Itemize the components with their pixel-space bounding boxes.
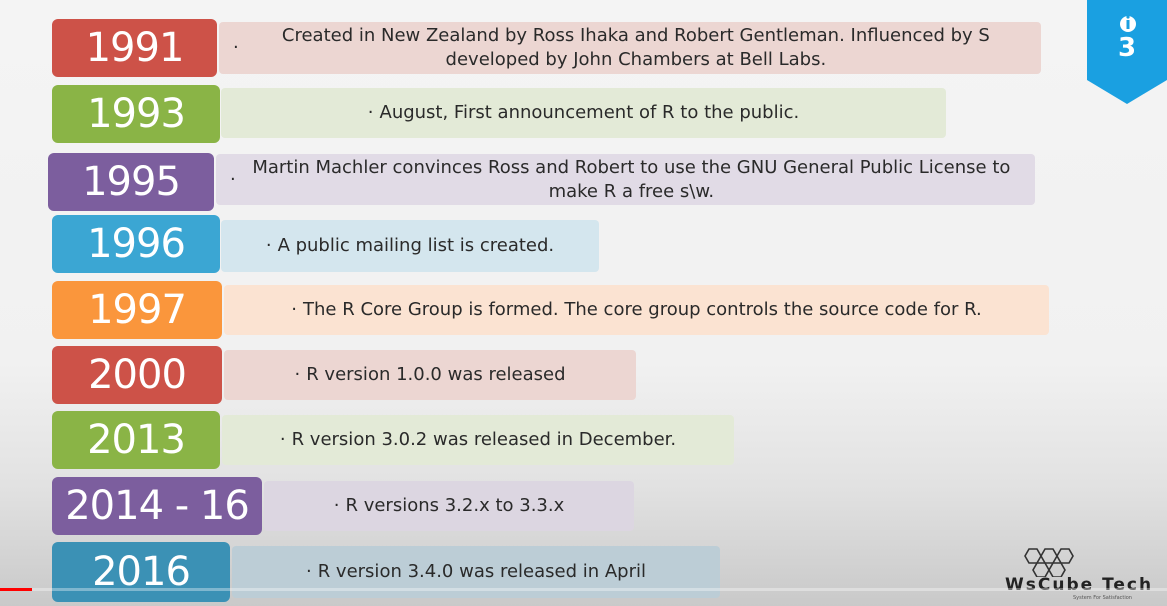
bullet-icon: · [279, 429, 286, 450]
year-label: 1995 [48, 153, 214, 211]
bullet-icon: · [233, 37, 239, 58]
video-progress-bar[interactable] [0, 588, 1167, 591]
year-label: 2014 - 16 [52, 477, 262, 535]
timeline-event: ·R version 3.0.2 was released in Decembe… [222, 415, 734, 465]
year-label: 1997 [52, 281, 222, 339]
event-text: August, First announcement of R to the p… [379, 102, 800, 123]
bullet-icon: · [305, 561, 312, 582]
bullet-icon: · [291, 299, 298, 320]
info-badge-icon [1087, 0, 1167, 104]
event-text: R version 1.0.0 was released [306, 364, 566, 385]
year-label: 1993 [52, 85, 220, 143]
timeline-event: ·R version 1.0.0 was released [224, 350, 636, 400]
event-text: The R Core Group is formed. The core gro… [303, 299, 982, 320]
badge-number: 3 [1117, 33, 1137, 63]
wscube-tech-logo: WsCube Tech System For Satisfaction [1005, 545, 1155, 603]
year-label: 1991 [52, 19, 217, 77]
timeline-event: ·August, First announcement of R to the … [221, 88, 946, 138]
logo-tagline: System For Satisfaction [1073, 595, 1132, 601]
hexagon-logo-icon [1024, 548, 1074, 577]
logo-name: WsCube Tech [1005, 575, 1154, 595]
video-progress-fill [0, 588, 32, 591]
event-text: Created in New Zealand by Ross Ihaka and… [281, 25, 990, 70]
bullet-icon: · [265, 235, 272, 256]
timeline-event: ·A public mailing list is created. [221, 220, 599, 272]
event-text: A public mailing list is created. [277, 235, 555, 256]
timeline-event: · Created in New Zealand by Ross Ihaka an… [219, 22, 1041, 74]
timeline-event: ·R versions 3.2.x to 3.3.x [264, 481, 634, 531]
event-text: R version 3.4.0 was released in April [317, 561, 647, 582]
timeline-event: ·R version 3.4.0 was released in April [232, 546, 720, 598]
bullet-icon: · [367, 102, 374, 123]
timeline-event: ·The R Core Group is formed. The core gr… [224, 285, 1049, 335]
event-text: Martin Machler convinces Ross and Robert… [252, 156, 1011, 202]
timeline-event: · Martin Machler convinces Ross and Rober… [216, 154, 1035, 205]
bullet-icon: · [333, 495, 340, 516]
year-label: 2000 [52, 346, 222, 404]
event-text: R versions 3.2.x to 3.3.x [345, 495, 565, 516]
year-label: 2013 [52, 411, 220, 469]
event-text: R version 3.0.2 was released in December… [291, 429, 677, 450]
bullet-icon: · [294, 364, 301, 385]
year-label: 2016 [52, 542, 230, 602]
year-label: 1996 [52, 215, 220, 273]
bullet-icon: · [230, 168, 236, 190]
info-card-badge[interactable]: 3 [1087, 0, 1167, 104]
